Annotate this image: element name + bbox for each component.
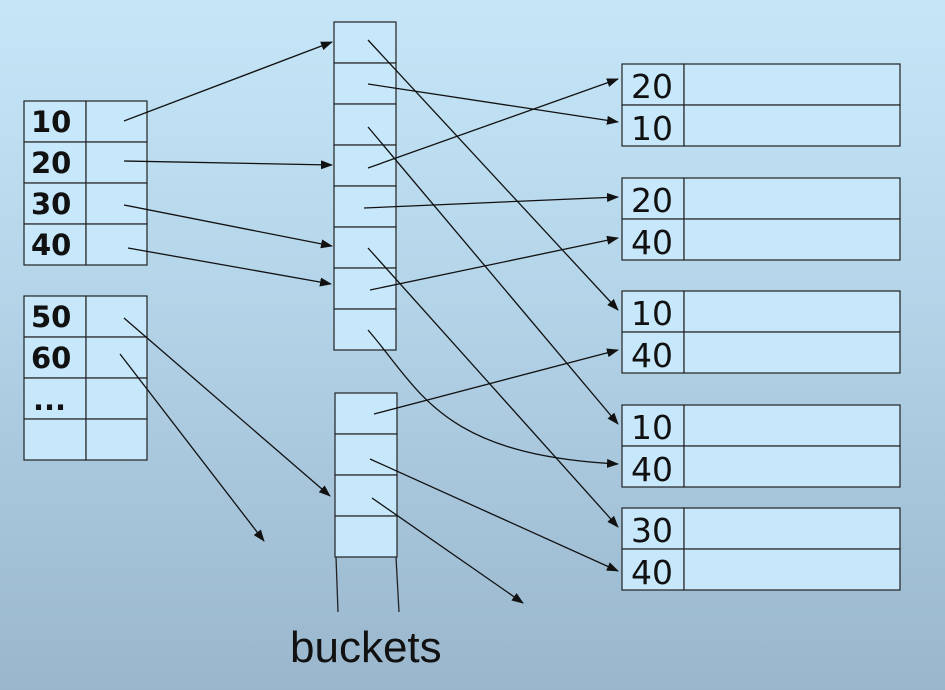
pointer-arrow (123, 41, 333, 122)
pointer-arrow (367, 39, 619, 311)
record-key-cell (621, 548, 685, 591)
index-pointer-cell (85, 418, 148, 461)
bucket-slot (333, 144, 397, 187)
bucket-slot (334, 474, 398, 517)
record-key: 20 (631, 181, 673, 220)
record-data-cell (683, 404, 901, 447)
record-data-cell (683, 290, 901, 333)
index-key: 60 (31, 341, 71, 375)
record-key: 10 (631, 109, 673, 148)
record-key: 40 (631, 553, 673, 592)
index-key: 50 (31, 300, 71, 334)
record-key: 40 (631, 336, 673, 375)
record-block-3: 10 40 (621, 290, 901, 375)
index-block-bottom: 50 60 ... (23, 295, 148, 461)
record-block-4: 10 40 (621, 404, 901, 489)
record-key-cell (621, 331, 685, 374)
pointer-arrow (123, 160, 333, 170)
record-block-2: 20 40 (621, 177, 901, 262)
bucket-slot (333, 21, 397, 64)
pointer-arrow (367, 78, 619, 169)
index-key: 10 (31, 105, 71, 139)
record-key-cell (621, 104, 685, 147)
index-to-bucket-arrows (119, 41, 333, 542)
record-data-cell (683, 445, 901, 488)
index-pointer-cell (85, 336, 148, 379)
index-pointer-cell (85, 141, 148, 184)
pointer-arrow (371, 497, 524, 604)
record-key-cell (621, 445, 685, 488)
record-data-cell (683, 548, 901, 591)
bucket-slot (333, 103, 397, 146)
bucket-slot (333, 226, 397, 269)
record-key: 40 (631, 223, 673, 262)
record-data-cell (683, 507, 901, 550)
index-key: ... (33, 383, 66, 417)
index-pointer-cell (85, 223, 148, 266)
buckets-caption: buckets (290, 623, 442, 672)
record-key-cell (621, 218, 685, 261)
record-key: 10 (631, 294, 673, 333)
index-pointer-cell (85, 377, 148, 420)
record-data-cell (683, 331, 901, 374)
record-data-cell (683, 177, 901, 220)
record-data-cell (683, 63, 901, 106)
record-block-5: 30 40 (621, 507, 901, 592)
index-key: 20 (31, 146, 71, 180)
index-key: 30 (31, 187, 71, 221)
pointer-arrow (123, 204, 333, 249)
record-data-cell (683, 218, 901, 261)
bucket-slot (333, 62, 397, 105)
bucket-to-record-arrows (363, 39, 619, 604)
bucket-column-lower (334, 392, 400, 613)
record-key-cell (621, 507, 685, 550)
pointer-arrow (367, 329, 619, 468)
bucket-slot (333, 308, 397, 351)
bucket-slot (334, 392, 398, 435)
record-data-cell (683, 104, 901, 147)
pointer-arrow (119, 353, 265, 542)
pointer-arrow (127, 247, 332, 287)
index-key-cell (23, 100, 87, 143)
bucket-continuation-line (395, 556, 400, 613)
pointer-arrow (123, 317, 331, 497)
index-pointer-cell (85, 182, 148, 225)
index-key-cell (23, 141, 87, 184)
pointer-arrow (373, 348, 619, 415)
index-key-cell (23, 336, 87, 379)
pointer-arrow (369, 235, 619, 291)
index-pointer-cell (85, 295, 148, 338)
pointer-arrow (367, 247, 619, 528)
index-key-cell (23, 418, 87, 461)
index-block-top: 10 20 30 40 (23, 100, 148, 266)
bucket-continuation-line (335, 556, 339, 613)
pointer-arrow (367, 126, 619, 425)
bucket-slot (334, 515, 398, 558)
bucket-slot (333, 267, 397, 310)
pointer-arrow (367, 83, 619, 125)
pointer-arrow (363, 192, 619, 209)
index-key: 40 (31, 228, 71, 262)
record-key: 10 (631, 408, 673, 447)
index-pointer-cell (85, 100, 148, 143)
record-key: 20 (631, 67, 673, 106)
bucket-column-upper (333, 21, 397, 351)
record-key: 30 (631, 511, 673, 550)
bucket-slot (334, 433, 398, 476)
record-key: 40 (631, 450, 673, 489)
pointer-arrow (369, 458, 619, 572)
record-block-1: 20 10 (621, 63, 901, 148)
